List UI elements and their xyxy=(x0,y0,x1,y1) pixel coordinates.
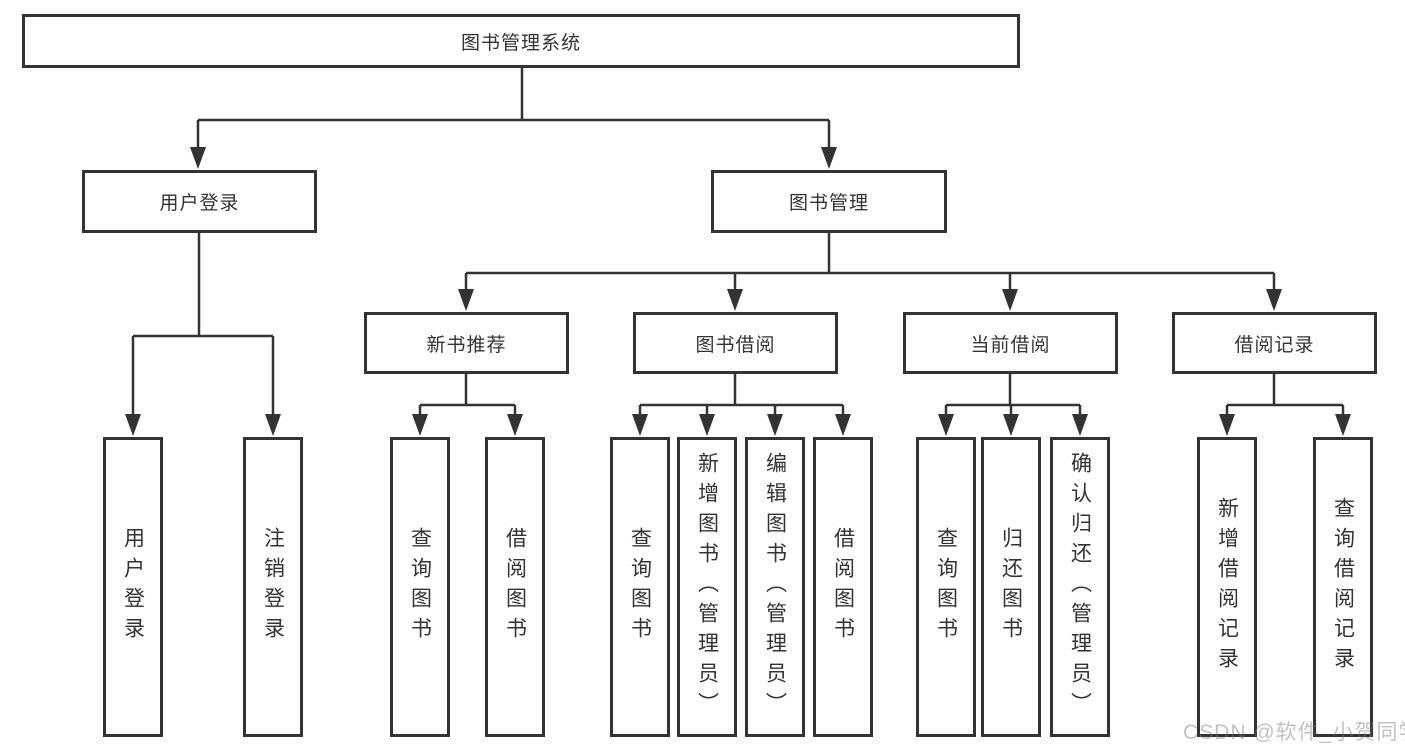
leaf-borrow-books-recommend: 借阅图书 xyxy=(485,437,545,737)
node-borrow-records: 借阅记录 xyxy=(1172,312,1377,374)
csdn-watermark: CSDN @软件_小贺同学 xyxy=(1183,721,1405,744)
node-user-login: 用户登录 xyxy=(82,170,317,233)
node-new-book-recommend: 新书推荐 xyxy=(364,312,569,374)
leaf-add-book-admin: 新增图书（管理员） xyxy=(677,437,737,737)
leaf-query-borrow-record: 查询借阅记录 xyxy=(1313,437,1373,737)
leaf-edit-book-admin: 编辑图书（管理员） xyxy=(745,437,805,737)
leaf-query-books-recommend: 查询图书 xyxy=(390,437,450,737)
leaf-return-books: 归还图书 xyxy=(981,437,1041,737)
node-book-borrow: 图书借阅 xyxy=(633,312,838,374)
leaf-user-login: 用户登录 xyxy=(103,437,163,737)
node-book-management: 图书管理 xyxy=(711,170,947,233)
leaf-add-borrow-record: 新增借阅记录 xyxy=(1197,437,1257,737)
node-root: 图书管理系统 xyxy=(22,14,1020,68)
leaf-logout: 注销登录 xyxy=(243,437,303,737)
leaf-query-books-current: 查询图书 xyxy=(916,437,976,737)
node-current-borrow: 当前借阅 xyxy=(903,312,1118,374)
leaf-borrow-books: 借阅图书 xyxy=(813,437,873,737)
leaf-confirm-return-admin: 确认归还（管理员） xyxy=(1050,437,1110,737)
leaf-query-books-borrow: 查询图书 xyxy=(610,437,670,737)
